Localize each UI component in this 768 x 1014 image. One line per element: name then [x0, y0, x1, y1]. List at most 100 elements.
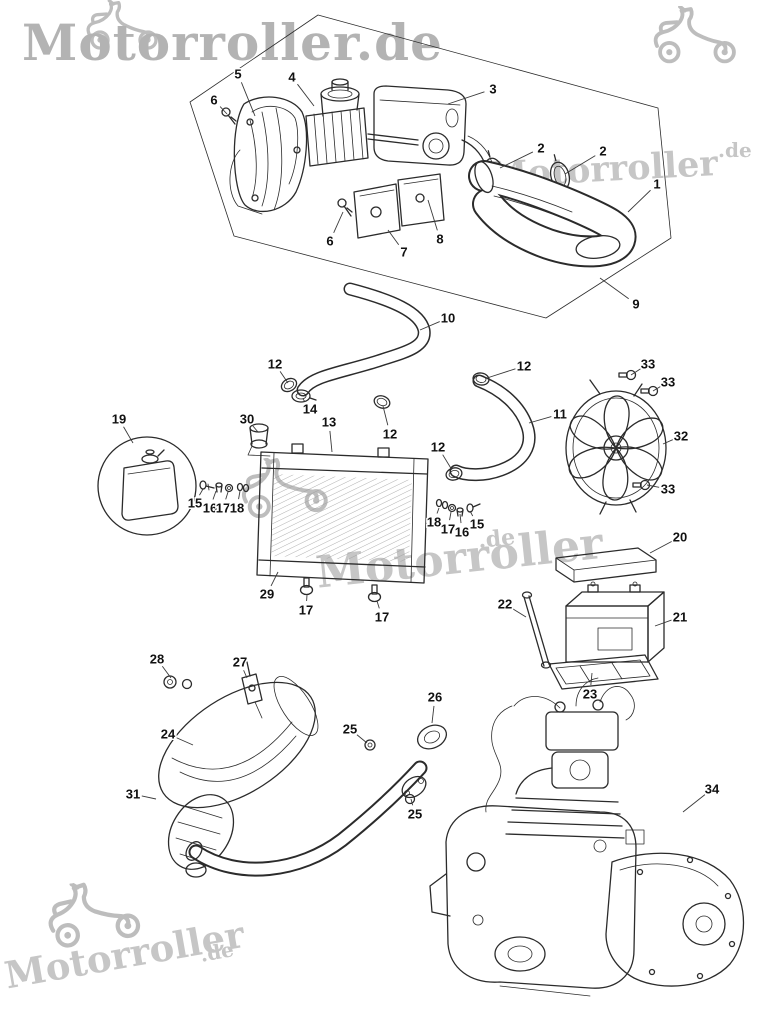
part-number-19: 19 — [112, 412, 126, 427]
part-number-4: 4 — [288, 70, 296, 85]
part-number-5: 5 — [234, 67, 241, 82]
leader-line — [449, 511, 452, 521]
leader-line — [356, 734, 368, 744]
part-27-bracket — [241, 661, 263, 719]
part-26-exhaust-flange — [416, 724, 448, 750]
leader-line — [652, 386, 661, 392]
leader-line — [654, 619, 672, 627]
part-number-23: 23 — [583, 687, 597, 702]
leader-line — [252, 425, 259, 433]
leader-line — [297, 83, 315, 107]
fittings-right-18-17-16-15 — [435, 498, 481, 517]
part-number-28: 28 — [150, 652, 164, 667]
leader-line — [141, 795, 157, 800]
part-17-mounts — [299, 577, 382, 603]
part-number-25: 25 — [408, 807, 422, 822]
part-32-cooling-fan — [563, 379, 669, 515]
leader-line — [486, 368, 516, 379]
part-number-2: 2 — [599, 144, 606, 159]
part-8-bracket — [397, 173, 445, 227]
leader-line — [270, 571, 279, 587]
leader-line — [682, 794, 706, 813]
leader-line — [333, 211, 344, 233]
leader-line — [469, 510, 474, 517]
leader-line — [382, 405, 389, 426]
part-11-radiator-hose-lower — [449, 374, 536, 482]
part-number-6: 6 — [326, 234, 333, 249]
part-24-muffler — [158, 676, 319, 878]
leader-line — [302, 398, 306, 402]
part-number-21: 21 — [673, 610, 687, 625]
part-number-24: 24 — [161, 727, 176, 742]
part-number-32: 32 — [674, 429, 688, 444]
site-logo: Motorroller.de — [22, 13, 443, 72]
leader-line — [243, 670, 248, 679]
part-number-3: 3 — [489, 82, 496, 97]
leader-line — [590, 672, 593, 686]
part-7-bracket — [353, 183, 401, 239]
watermark-de-right: .de — [718, 138, 752, 162]
part-number-8: 8 — [436, 232, 443, 247]
leader-line — [646, 484, 660, 488]
part-1-intake-duct — [468, 160, 637, 268]
part-33-bolts — [618, 369, 659, 491]
leader-line — [329, 430, 333, 453]
leader-line — [419, 321, 440, 331]
leader-line — [240, 82, 256, 117]
leader-line — [431, 705, 435, 724]
part-number-12: 12 — [383, 427, 397, 442]
part-number-16: 16 — [455, 525, 469, 540]
part-number-17: 17 — [216, 501, 230, 516]
leader-line — [649, 540, 673, 554]
part-number-7: 7 — [400, 245, 407, 260]
leader-line — [459, 513, 462, 524]
part-number-12: 12 — [268, 357, 282, 372]
leader-line — [161, 665, 172, 679]
part-number-16: 16 — [203, 501, 217, 516]
part-12-hose-clamps — [280, 372, 490, 481]
part-number-33: 33 — [641, 357, 655, 372]
leader-line — [123, 426, 134, 444]
part-number-12: 12 — [431, 440, 445, 455]
part-31-exhaust-pipe — [185, 760, 428, 877]
leader-line — [219, 106, 228, 115]
part-number-13: 13 — [322, 415, 336, 430]
part-5-air-cleaner-cover — [229, 96, 308, 215]
part-number-22: 22 — [498, 597, 512, 612]
leader-line — [387, 229, 400, 245]
leader-line — [410, 798, 414, 806]
part-14-radiator-cap — [291, 389, 317, 403]
part-number-26: 26 — [428, 690, 442, 705]
part-number-17: 17 — [441, 522, 455, 537]
part-number-6: 6 — [210, 93, 217, 108]
part-19-reservoir-tank — [97, 436, 197, 536]
part-number-18: 18 — [427, 515, 441, 530]
part-22-drain-tube — [521, 591, 552, 669]
part-number-29: 29 — [260, 587, 274, 602]
leader-line — [279, 371, 289, 384]
part-20-battery-cover — [555, 547, 657, 583]
part-number-12: 12 — [517, 359, 531, 374]
part-6-screws — [221, 107, 353, 217]
leader-line — [212, 490, 217, 500]
part-3-air-filter-box — [373, 85, 494, 171]
leader-line — [564, 155, 596, 175]
part-number-31: 31 — [126, 787, 140, 802]
part-4-filter-element — [305, 78, 419, 167]
leader-line — [427, 199, 438, 231]
leader-line — [528, 416, 552, 424]
part-number-10: 10 — [441, 311, 455, 326]
part-23-battery-tray — [548, 654, 659, 690]
leader-line — [599, 277, 629, 300]
leader-line — [662, 439, 673, 445]
leader-line — [442, 454, 453, 471]
part-number-17: 17 — [375, 610, 389, 625]
leader-line — [199, 488, 204, 496]
assembly-boundary-frame — [189, 14, 672, 319]
part-number-18: 18 — [230, 501, 244, 516]
part-number-20: 20 — [673, 530, 687, 545]
leader-line — [238, 490, 241, 500]
part-number-11: 11 — [553, 407, 567, 422]
leader-line — [376, 600, 380, 609]
